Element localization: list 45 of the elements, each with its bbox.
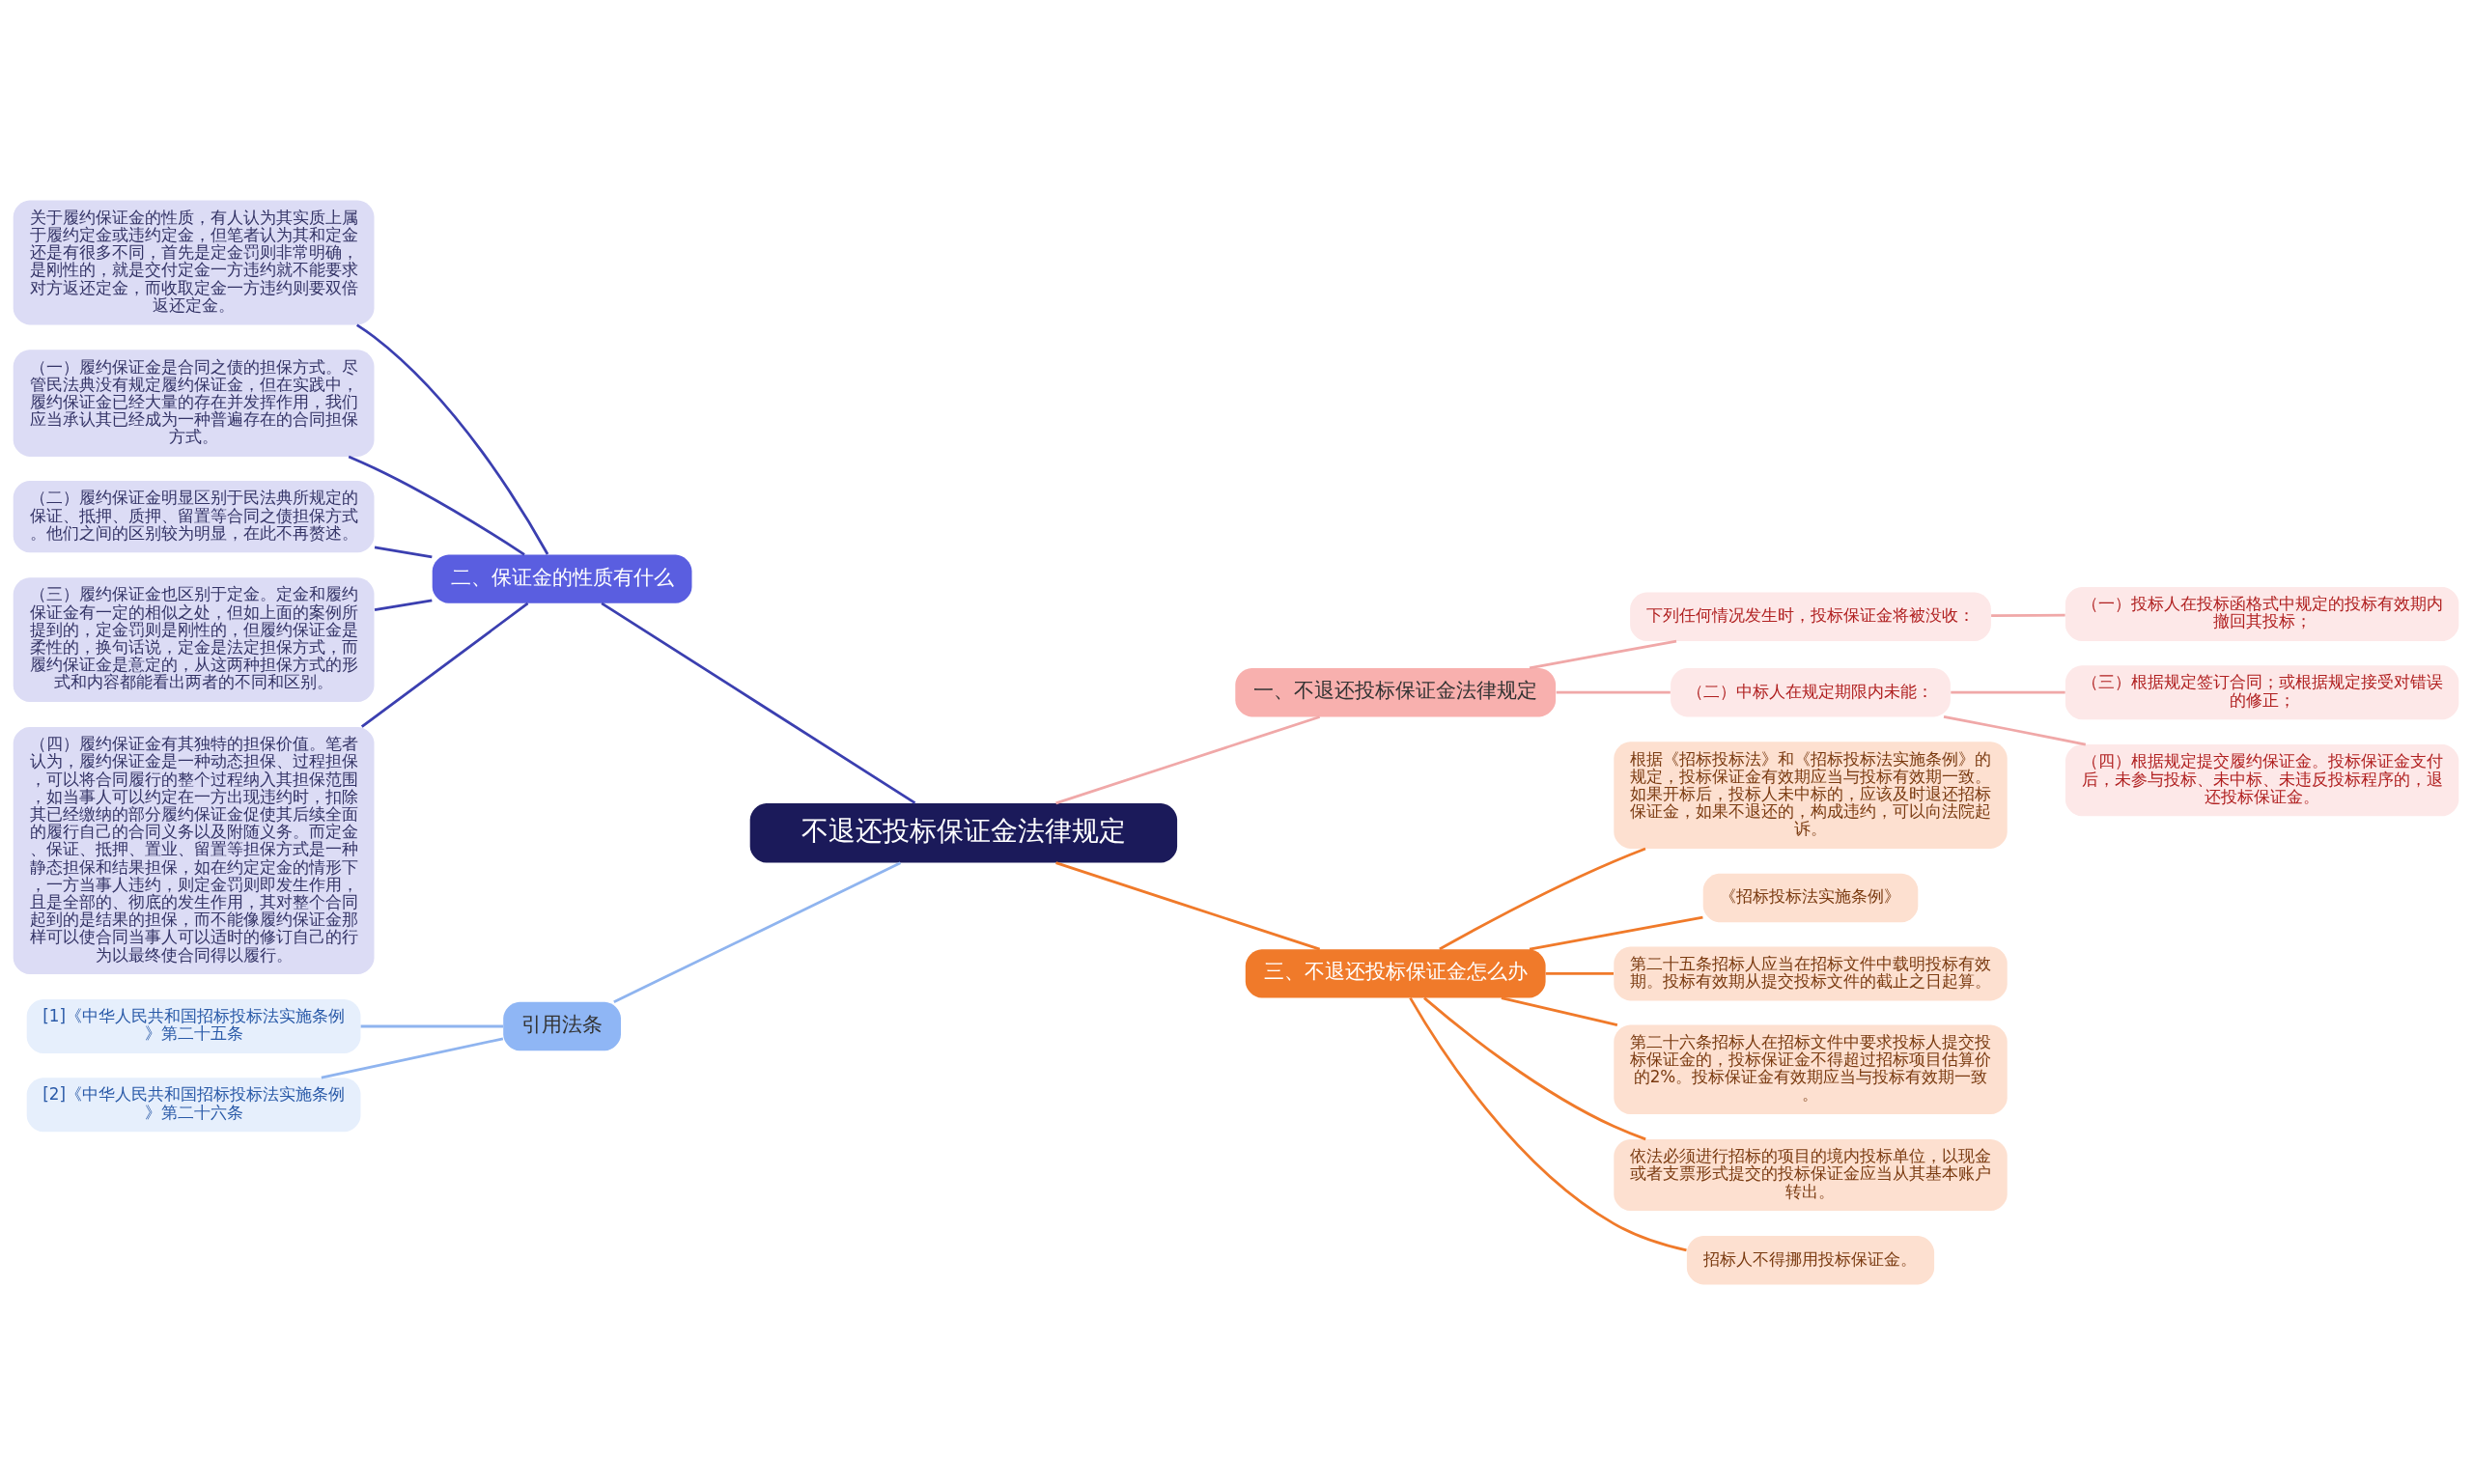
connector (1501, 995, 1618, 1026)
node-box: 一、不退还投标保证金法律规定 (1235, 667, 1557, 716)
connector (360, 602, 529, 728)
connector (1423, 996, 1646, 1140)
connector (1991, 613, 2065, 617)
node-box: 根据《招标投标法》和《招标投标法实施条例》的规定，投标保证金有效期应当与投标有效期一致。如果开标后，投标人未中标的，应该及时退还招标保证金，如果不退还的，构成违约，可以向法院起诉。 (1614, 741, 2008, 849)
connector (1556, 690, 1671, 694)
connector (613, 861, 902, 1003)
connector (1055, 714, 1321, 804)
connector (360, 1024, 504, 1027)
connector (1951, 690, 2065, 694)
connector (1545, 971, 1614, 975)
connector (355, 322, 549, 555)
node-box: 引用法条 (503, 1001, 621, 1050)
node-box: 下列任何情况发生时，投标保证金将被没收： (1630, 592, 1991, 641)
node-box: 二、保证金的性质有什么 (432, 553, 692, 603)
node-box: （三）根据规定签订合同；或根据规定接受对错误的修正； (2065, 664, 2459, 719)
connector (321, 1036, 504, 1078)
node-box: （四）履约保证金有其独特的担保价值。笔者认为，履约保证金是一种动态担保、过程担保，可以将合同履行的整个过程纳入其担保范围，如当事人可以约定在一方出现违约时，扣除其已经缴纳的部分履约保证金促使其后续全面的履行自己的合同义务以及附随义务。而定金、保证、抵押、置业、留置等担保方式是一种静态担保和结果担保，如在约定定金的情形下，一方当事人违约，则定金罚则即发生作用，且是全部的、彻底的发生作用，其对整个合同起到的是结果的担保，而不能像履约保证金那样可以使合同当事人可以适时的修订自己的行为以最终使合同得以履行。 (13, 726, 375, 974)
connector (1439, 847, 1646, 950)
node-box: （四）根据规定提交履约保证金。投标保证金支付后，未参与投标、未中标、未违反投标程序的，退还投标保证金。 (2065, 743, 2459, 816)
node-box: 第二十五条招标人应当在招标文件中载明投标有效期。投标有效期从提交投标文件的截止之日起算。 (1614, 945, 2008, 1000)
node-box: 《招标投标法实施条例》 (1702, 873, 1919, 922)
connector (1943, 714, 2087, 745)
connector (374, 545, 433, 558)
node-box: [2]《中华人民共和国招标投标法实施条例》第二十六条 (26, 1077, 361, 1132)
node-box: 三、不退还投标保证金怎么办 (1245, 948, 1546, 998)
node-box: （二）履约保证金明显区别于民法典所规定的保证、抵押、质押、留置等合同之债担保方式。他们之间的区别较为明显，在此不再赘述。 (13, 480, 375, 552)
connector (1409, 996, 1687, 1251)
connector (1529, 639, 1677, 669)
node-box: 依法必须进行招标的项目的境内投标单位，以现金或者支票形式提交的投标保证金应当从其基本账户转出。 (1614, 1138, 2008, 1211)
node-box: [1]《中华人民共和国招标投标法实施条例》第二十五条 (26, 998, 361, 1053)
node-box: （二）中标人在规定期限内未能： (1671, 667, 1951, 716)
connector (1529, 915, 1703, 951)
node-box: 关于履约保证金的性质，有人认为其实质上属于履约定金或违约定金，但笔者认为其和定金还是有很多不同，首先是定金罚则非常明确，是刚性的，就是交付定金一方违约就不能要求对方返还定金，而收取定金一方违约则要双倍返还定金。 (13, 200, 375, 324)
connector (374, 598, 433, 611)
node-box: （一）履约保证金是合同之债的担保方式。尽管民法典没有规定履约保证金，但在实践中，履约保证金已经大量的存在并发挥作用，我们应当承认其已经成为一种普遍存在的合同担保方式。 (13, 349, 375, 457)
connector (601, 602, 916, 804)
node-box: （一）投标人在投标函格式中规定的投标有效期内撤回其投标； (2065, 586, 2459, 641)
node-box: 第二十六条招标人在招标文件中要求投标人提交投标保证金的，投标保证金不得超过招标项目估算价的2%。投标保证金有效期应当与投标有效期一致。 (1614, 1024, 2008, 1114)
connector (348, 455, 525, 555)
node-box: 不退还投标保证金法律规定 (749, 802, 1178, 863)
node-box: 招标人不得挪用投标保证金。 (1686, 1235, 1935, 1284)
connector (1055, 860, 1321, 950)
node-box: （三）履约保证金也区别于定金。定金和履约保证金有一定的相似之处，但如上面的案例所提到的，定金罚则是刚性的，但履约保证金是柔性的，换句话说，定金是法定担保方式，而履约保证金是意定的，从这两种担保方式的形式和内容都能看出两者的不同和区别。 (13, 576, 375, 702)
